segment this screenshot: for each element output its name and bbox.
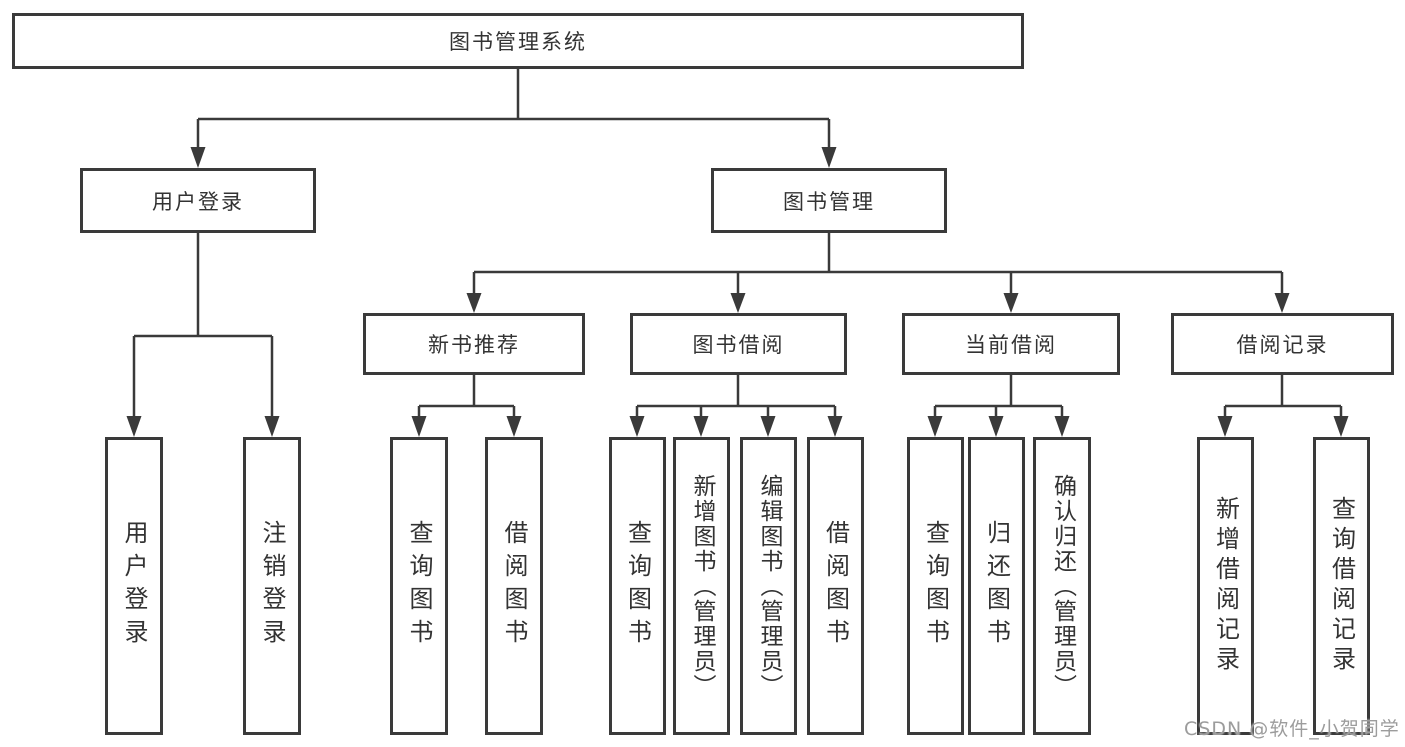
leaf-add-borrow-record: 新增借阅记录	[1197, 437, 1254, 735]
csdn-watermark: CSDN @软件_小贺同学	[1184, 718, 1400, 740]
leaf-confirm-return-admin-label: 确认归还（管理员）	[1049, 473, 1076, 699]
node-user-login: 用户登录	[80, 168, 316, 233]
leaf-add-book-admin-label: 新增图书（管理员）	[689, 473, 715, 699]
leaf-query-books-borrow: 查询图书	[609, 437, 666, 735]
leaf-logout: 注销登录	[243, 437, 301, 735]
leaf-edit-book-admin: 编辑图书（管理员）	[740, 437, 797, 735]
leaf-user-login-label: 用户登录	[120, 520, 148, 652]
leaf-query-books-recommend: 查询图书	[390, 437, 448, 735]
leaf-query-books-borrow-label: 查询图书	[623, 520, 652, 652]
node-current-borrow-label: 当前借阅	[965, 333, 1057, 357]
node-book-borrow: 图书借阅	[630, 313, 847, 375]
leaf-user-login: 用户登录	[105, 437, 163, 735]
node-user-login-label: 用户登录	[152, 189, 244, 214]
leaf-query-borrow-record-label: 查询借阅记录	[1327, 496, 1356, 676]
leaf-borrow-books: 借阅图书	[807, 437, 864, 735]
node-borrow-records: 借阅记录	[1171, 313, 1394, 375]
node-new-book-recommend-label: 新书推荐	[428, 333, 520, 357]
node-borrow-records-label: 借阅记录	[1236, 333, 1329, 357]
node-library-management-system-label: 图书管理系统	[449, 30, 587, 54]
leaf-query-books-current-label: 查询图书	[921, 520, 950, 652]
leaf-borrow-books-label: 借阅图书	[821, 520, 850, 652]
node-book-management-label: 图书管理	[783, 189, 875, 214]
node-library-management-system: 图书管理系统	[12, 13, 1024, 69]
leaf-confirm-return-admin: 确认归还（管理员）	[1033, 437, 1091, 735]
node-book-management: 图书管理	[711, 168, 947, 233]
connector-arrowheads	[126, 147, 1349, 437]
node-new-book-recommend: 新书推荐	[363, 313, 585, 375]
leaf-return-book-label: 归还图书	[982, 520, 1011, 652]
node-book-borrow-label: 图书借阅	[692, 333, 785, 357]
leaf-borrow-books-recommend: 借阅图书	[485, 437, 543, 735]
leaf-return-book: 归还图书	[968, 437, 1025, 735]
node-current-borrow: 当前借阅	[902, 313, 1120, 375]
leaf-query-books-current: 查询图书	[907, 437, 964, 735]
leaf-query-books-recommend-label: 查询图书	[405, 520, 433, 652]
leaf-query-borrow-record: 查询借阅记录	[1313, 437, 1370, 735]
leaf-edit-book-admin-label: 编辑图书（管理员）	[756, 473, 782, 699]
leaf-add-borrow-record-label: 新增借阅记录	[1211, 496, 1240, 676]
connector-lines	[132, 69, 1343, 419]
leaf-borrow-books-recommend-label: 借阅图书	[500, 520, 528, 652]
leaf-add-book-admin: 新增图书（管理员）	[673, 437, 730, 735]
leaf-logout-label: 注销登录	[258, 520, 286, 652]
